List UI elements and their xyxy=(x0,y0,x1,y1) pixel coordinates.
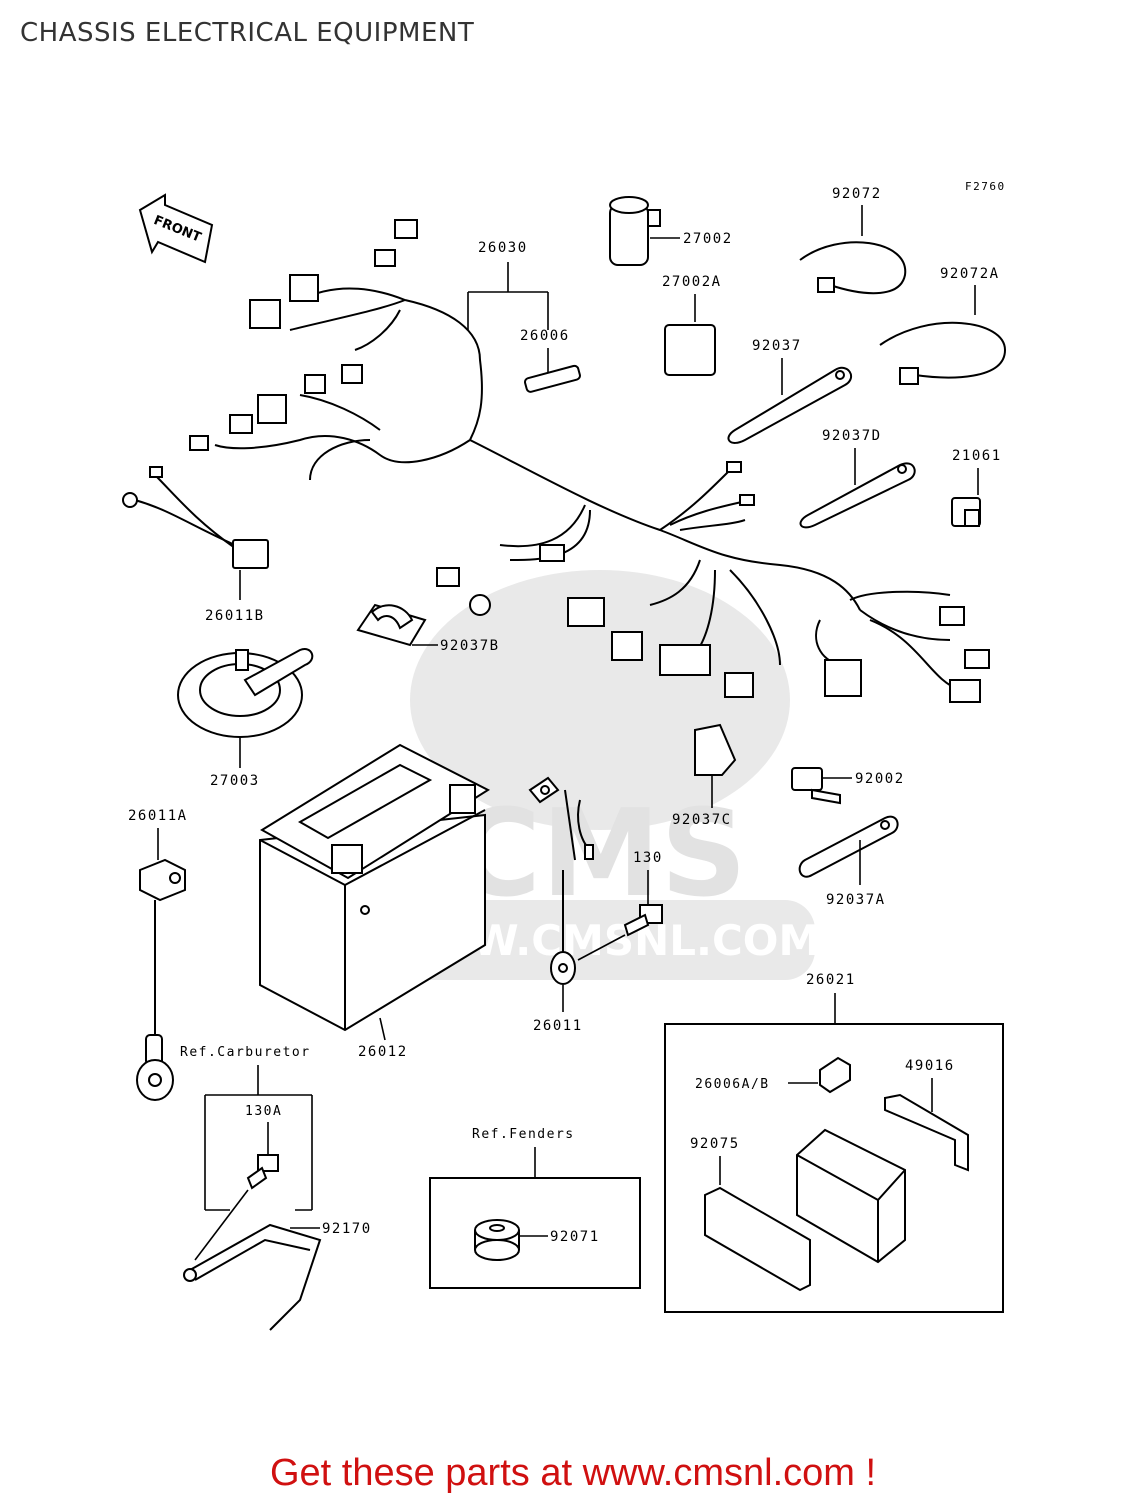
part-26012: 26012 xyxy=(259,743,491,1060)
part-92002: 92002 xyxy=(791,767,905,805)
label-27002: 27002 xyxy=(683,231,733,247)
front-arrow: FRONT xyxy=(138,193,214,264)
part-92037B: 92037B xyxy=(356,603,500,654)
label-49016: 49016 xyxy=(905,1058,955,1074)
label-92002: 92002 xyxy=(855,771,905,787)
label-26021: 26021 xyxy=(806,972,856,988)
label-92071: 92071 xyxy=(550,1229,600,1245)
part-92037: 92037 xyxy=(727,338,852,444)
label-26030: 26030 xyxy=(478,240,528,256)
label-92170: 92170 xyxy=(322,1221,372,1237)
label-26011A: 26011A xyxy=(128,808,188,824)
footer-link[interactable]: Get these parts at www.cmsnl.com ! xyxy=(269,1452,877,1494)
figure-code: F2760 xyxy=(965,180,1006,193)
watermark-brand: CMS xyxy=(453,785,747,924)
part-27003: 27003 xyxy=(177,648,314,789)
label-21061: 21061 xyxy=(952,448,1002,464)
label-26011B: 26011B xyxy=(205,608,265,624)
label-26012: 26012 xyxy=(358,1044,408,1060)
label-92072: 92072 xyxy=(832,186,882,202)
label-27003: 27003 xyxy=(210,773,260,789)
label-92037C: 92037C xyxy=(672,812,732,828)
part-92072A: 92072A xyxy=(879,266,1007,385)
page-title: CHASSIS ELECTRICAL EQUIPMENT xyxy=(20,18,475,48)
part-26011B: 26011B xyxy=(122,466,269,624)
label-130A: 130A xyxy=(245,1104,282,1119)
part-26011: 26011 xyxy=(528,776,594,1034)
part-92037D: 92037D xyxy=(799,428,916,529)
group-fenders: Ref.Fenders 92071 xyxy=(429,1127,641,1289)
label-27002A: 27002A xyxy=(662,274,722,290)
label-92037: 92037 xyxy=(752,338,802,354)
ref-fenders: Ref.Fenders xyxy=(472,1127,575,1142)
part-92072: 92072 xyxy=(799,186,907,295)
group-carburetor: Ref.Carburetor 130A 92170 xyxy=(180,1045,372,1331)
label-130: 130 xyxy=(633,850,663,866)
part-27002: 27002 xyxy=(609,196,733,266)
ref-carburetor: Ref.Carburetor xyxy=(180,1045,311,1060)
label-26006: 26006 xyxy=(520,328,570,344)
part-130: 130 xyxy=(577,850,663,961)
part-27002A: 27002A xyxy=(662,274,722,376)
part-21061: 21061 xyxy=(951,448,1002,527)
label-26011: 26011 xyxy=(533,1018,583,1034)
part-92037A: 92037A xyxy=(798,815,899,908)
part-92037C: 92037C xyxy=(672,723,737,828)
callout-26030: 26030 xyxy=(467,240,549,330)
label-92037D: 92037D xyxy=(822,428,882,444)
label-92037A: 92037A xyxy=(826,892,886,908)
part-26006: 26006 xyxy=(520,328,581,393)
label-92072A: 92072A xyxy=(940,266,1000,282)
label-92075: 92075 xyxy=(690,1136,740,1152)
group-26021: 26021 26006A/B 49016 92075 xyxy=(664,972,1004,1313)
label-26006AB: 26006A/B xyxy=(695,1077,770,1092)
label-92037B: 92037B xyxy=(440,638,500,654)
main-harness xyxy=(189,219,990,703)
part-26011A: 26011A xyxy=(128,808,188,1101)
